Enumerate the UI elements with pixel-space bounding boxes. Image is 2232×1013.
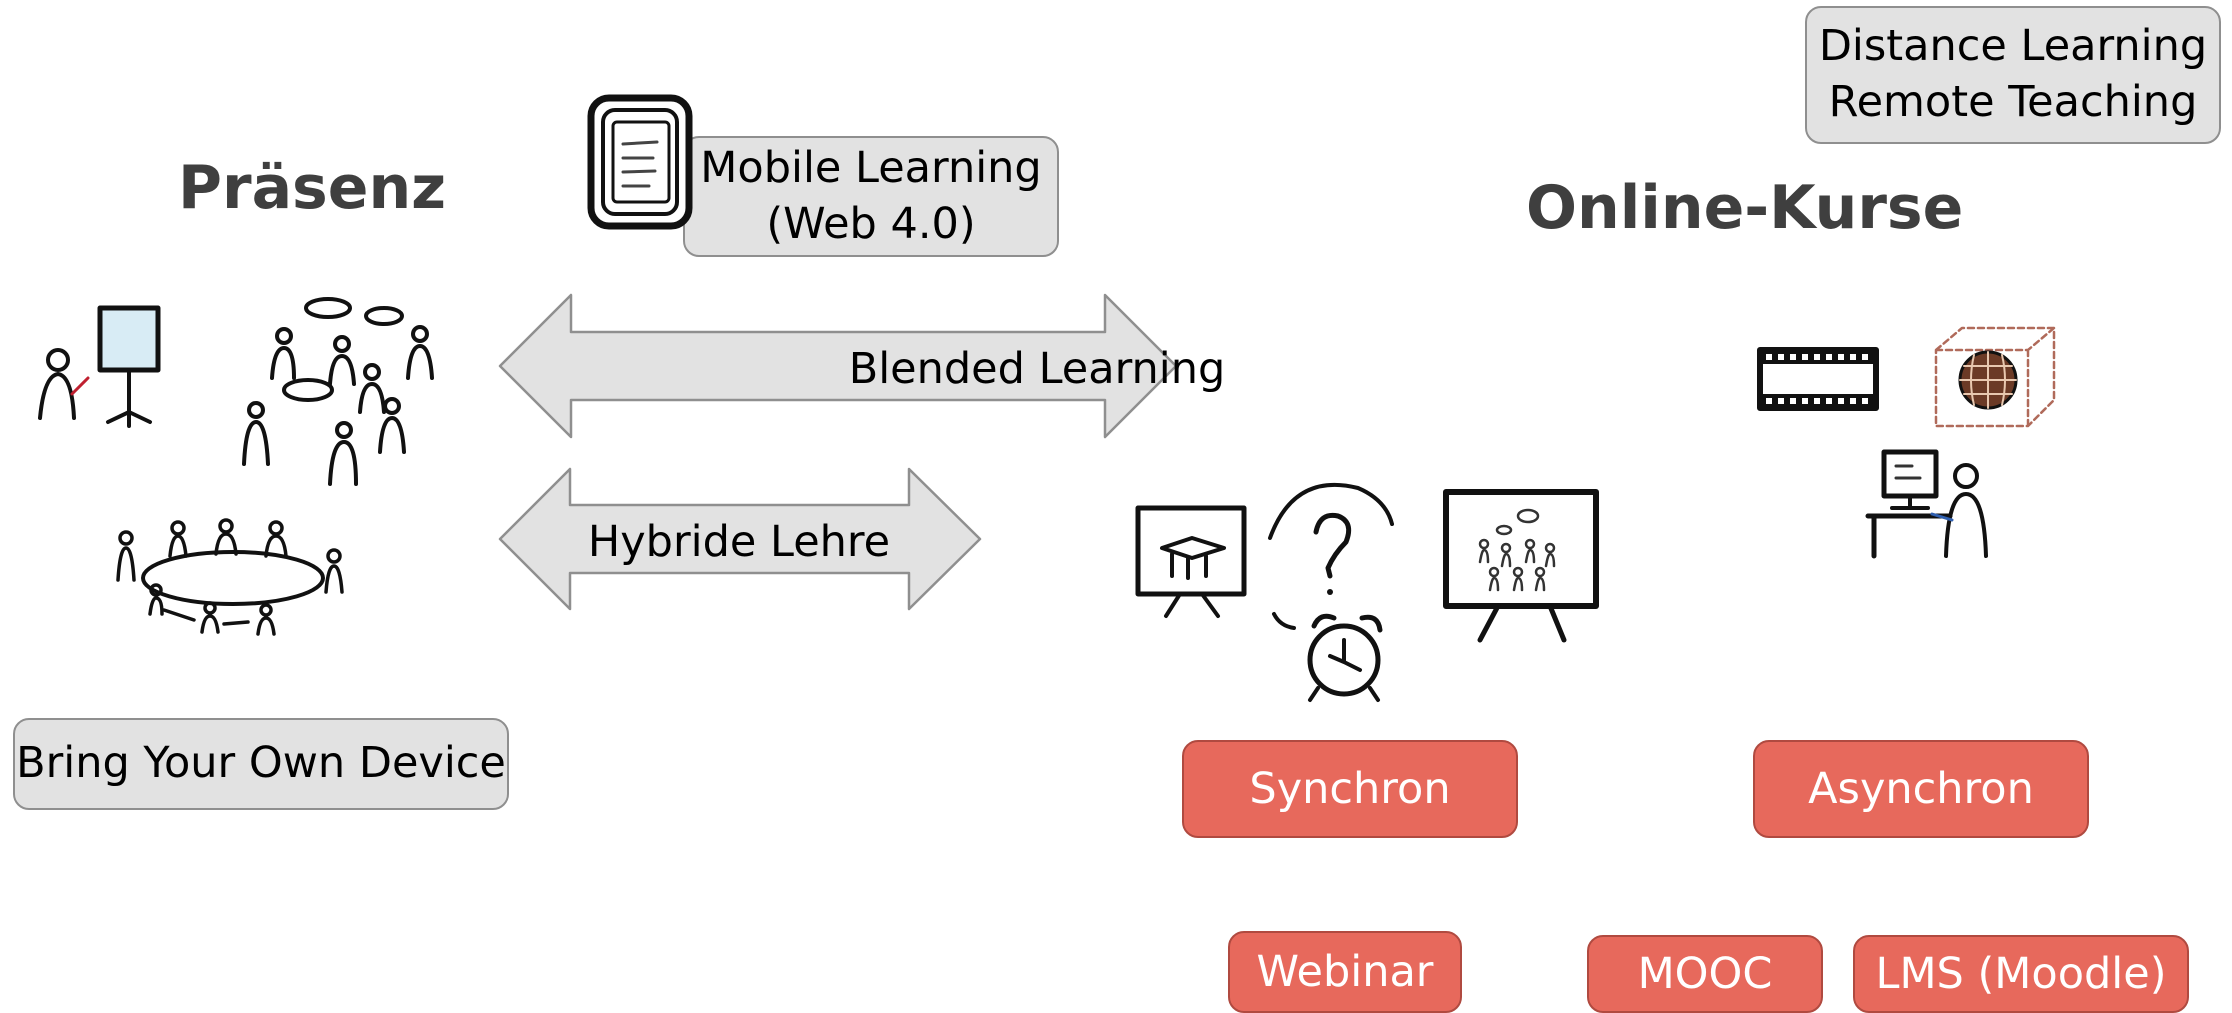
distance-learning-label: Distance Learning: [1818, 21, 2208, 72]
presentation-board-icon: [1135, 505, 1247, 618]
globe-cube-icon: [1934, 326, 2056, 428]
mobile-learning-label: Mobile Learning: [700, 142, 1042, 193]
heading-online-kurse: Online-Kurse: [1526, 173, 1964, 243]
blended-learning-arrow: [498, 293, 1178, 439]
mooc-label: MOOC: [1637, 949, 1773, 999]
computer-user-icon: [1865, 449, 1988, 559]
byod-label: Bring Your Own Device: [16, 738, 506, 789]
alarm-clock-icon: [1272, 612, 1383, 702]
asynchron-box: Asynchron: [1753, 740, 2089, 838]
heading-praesenz: Präsenz: [178, 153, 447, 223]
remote-teaching-label: Remote Teaching: [1828, 77, 2198, 127]
question-mark-icon: [1268, 482, 1394, 595]
synchron-label: Synchron: [1249, 764, 1451, 814]
asynchron-label: Asynchron: [1808, 764, 2034, 814]
synchron-box: Synchron: [1182, 740, 1518, 838]
lms-moodle-box: LMS (Moodle): [1853, 935, 2189, 1013]
round-table-icon: [116, 518, 344, 636]
web40-label: (Web 4.0): [766, 198, 976, 249]
webinar-box: Webinar: [1228, 931, 1462, 1013]
presenter-flipchart-icon: [38, 305, 161, 428]
film-strip-icon: [1757, 347, 1879, 411]
webinar-label: Webinar: [1256, 947, 1434, 997]
blended-learning-label: Blended Learning: [848, 344, 1226, 394]
hybride-lehre-arrow: [498, 467, 982, 611]
hybride-lehre-label: Hybride Lehre: [587, 517, 891, 567]
byod-box: Bring Your Own Device: [13, 718, 509, 810]
lms-moodle-label: LMS (Moodle): [1875, 949, 2167, 999]
distance-learning-box: Distance Learning Remote Teaching: [1805, 6, 2221, 144]
mooc-box: MOOC: [1587, 935, 1823, 1013]
screen-audience-icon: [1443, 489, 1599, 643]
tablet-icon: [587, 94, 693, 230]
group-discussion-icon: [242, 297, 434, 486]
mobile-learning-box: Mobile Learning (Web 4.0): [683, 136, 1059, 257]
